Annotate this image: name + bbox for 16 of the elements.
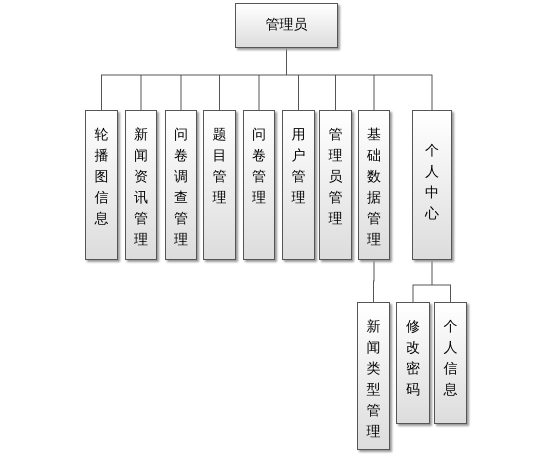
- connector-line: [373, 260, 374, 302]
- module-box: 个人中心: [412, 110, 452, 260]
- module-box: 新闻资讯管理: [125, 110, 157, 260]
- module-box: 问卷管理: [243, 110, 275, 260]
- module-box: 个人信息: [434, 302, 467, 424]
- module-box: 问卷调查管理: [165, 110, 197, 260]
- module-box: 用户管理: [282, 110, 315, 260]
- module-box: 修改密码: [396, 302, 430, 424]
- module-box: 管理员: [235, 3, 338, 48]
- module-box: 新闻类型管理: [357, 302, 390, 450]
- module-box: 轮播图信息: [85, 110, 118, 260]
- connector-line: [432, 260, 451, 302]
- module-box: 基础数据管理: [358, 110, 390, 260]
- connector-line: [286, 48, 432, 110]
- module-box: 题目管理: [203, 110, 236, 260]
- module-box: 管理员管理: [319, 110, 352, 260]
